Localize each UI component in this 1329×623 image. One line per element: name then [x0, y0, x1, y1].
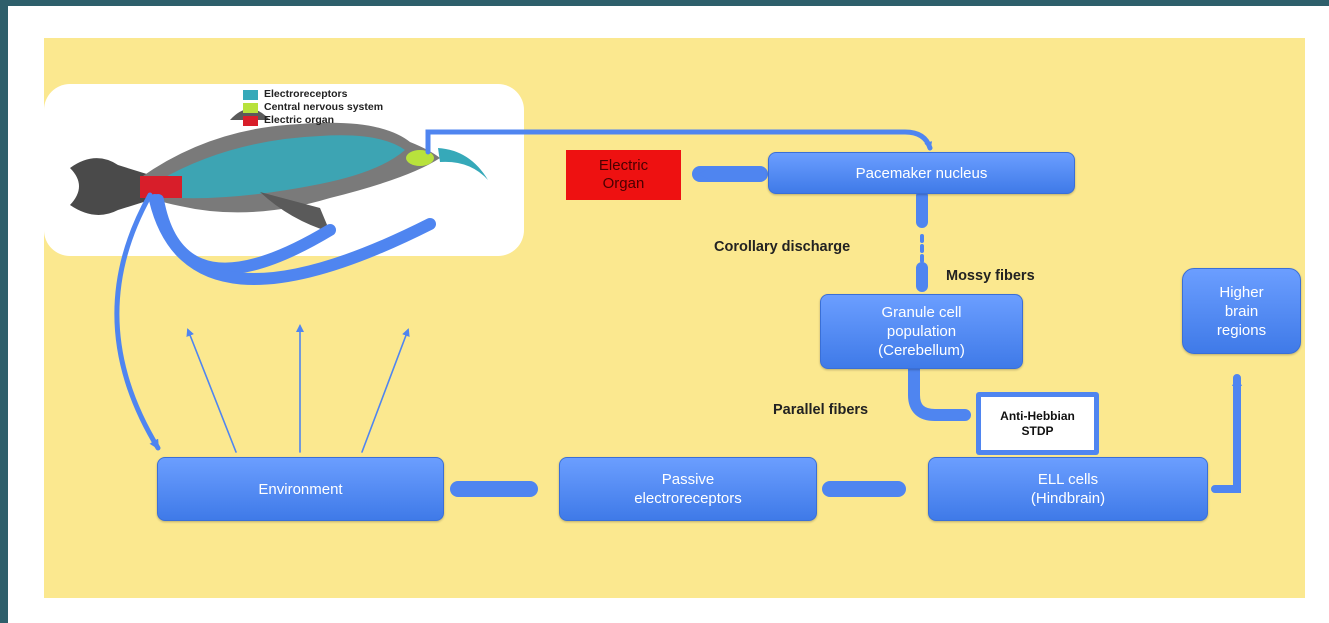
node-higher-brain-regions: Higher brain regions — [1182, 268, 1301, 354]
fish-icon — [70, 109, 488, 232]
node-ell-cells: ELL cells (Hindbrain) — [928, 457, 1208, 521]
arc-organ-to-head — [149, 194, 436, 286]
node-granule-cell-population: Granule cell population (Cerebellum) — [820, 294, 1023, 369]
node-environment: Environment — [157, 457, 444, 521]
legend-swatch-electroreceptors — [243, 89, 258, 100]
node-pacemaker-nucleus: Pacemaker nucleus — [768, 152, 1075, 194]
legend: Electroreceptors Central nervous system … — [243, 88, 383, 127]
label-parallel-fibers: Parallel fibers — [773, 402, 869, 418]
thin-arrow-3 — [361, 328, 410, 453]
thin-arrow-1 — [186, 328, 237, 453]
arc-fish-to-environment — [114, 192, 161, 451]
node-electric-organ: Electric Organ — [566, 150, 681, 200]
legend-label: Electric organ — [264, 114, 335, 126]
stdp-label: Anti-Hebbian STDP — [981, 397, 1094, 450]
legend-item: Central nervous system — [243, 101, 383, 114]
node-anti-hebbian-stdp: Anti-Hebbian STDP — [976, 392, 1099, 455]
label-mossy-fibers: Mossy fibers — [946, 268, 1035, 284]
label-corollary-discharge: Corollary discharge — [714, 239, 851, 255]
arrow-ell-to-higher — [1211, 374, 1242, 493]
legend-swatch-electric-organ — [243, 115, 258, 126]
node-passive-electroreceptors: Passive electroreceptors — [559, 457, 817, 521]
arc-head-to-pacemaker — [425, 129, 933, 155]
legend-item: Electric organ — [243, 114, 383, 127]
arrow-parallel — [908, 364, 971, 421]
legend-label: Electroreceptors — [264, 88, 348, 100]
legend-label: Central nervous system — [264, 101, 384, 113]
legend-item: Electroreceptors — [243, 88, 383, 101]
legend-swatch-cns — [243, 102, 258, 113]
